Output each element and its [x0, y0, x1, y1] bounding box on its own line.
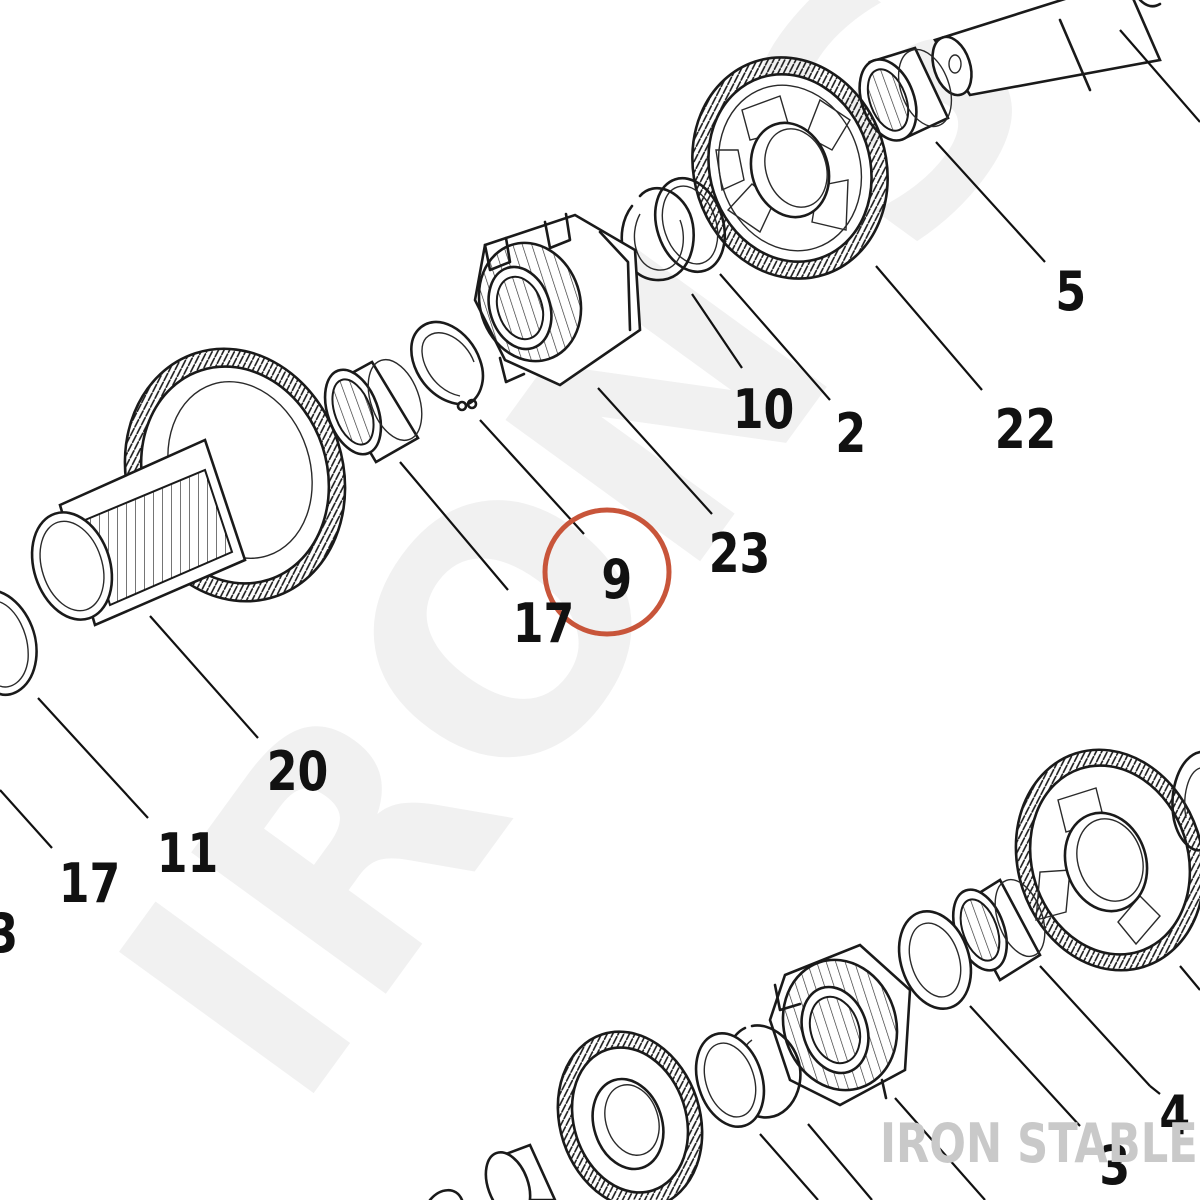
label-part-10: 10: [733, 378, 795, 441]
highlight-circle: [542, 507, 672, 637]
lower-thrust-washer: [897, 910, 973, 1010]
label-part-5: 5: [1055, 260, 1086, 323]
label-part-2: 2: [835, 402, 866, 465]
label-part-11: 11: [157, 822, 219, 885]
part-11-o-ring: [0, 590, 38, 697]
lower-washer: [694, 1031, 766, 1129]
label-part-20: 20: [267, 740, 329, 803]
part-2-thrust-washer: [653, 176, 727, 274]
label-part-23: 23: [709, 522, 771, 585]
label-part-9: 9: [601, 548, 632, 611]
part-22-large-gear: [691, 56, 889, 280]
part-23-dog-clutch: [473, 212, 642, 387]
lower-small-gear: [556, 1030, 704, 1200]
label-part-17-upper: 17: [513, 592, 575, 655]
lower-washer-right: [1171, 750, 1200, 852]
part-4-lower-gear: [1014, 748, 1200, 972]
leader-lines: [0, 29, 1200, 1200]
label-part-3-left: 3: [0, 902, 18, 965]
part-17-needle-bearing: [323, 358, 423, 464]
part-5-needle-bearing: [858, 46, 953, 142]
label-part-3-bottom: 3: [1099, 1134, 1130, 1197]
label-part-4: 4: [1159, 1084, 1190, 1147]
label-part-22: 22: [995, 398, 1057, 461]
lower-dog-clutch: [768, 943, 912, 1107]
label-part-17-lower: 17: [59, 852, 121, 915]
shaft-end: [931, 0, 1162, 97]
part-20-mainshaft-gear: [30, 347, 347, 627]
brand-logo-text: IRON STABLE: [880, 1112, 1198, 1175]
part-9-circlip: [410, 320, 485, 412]
lower-bearing-bottom: [428, 1143, 557, 1200]
